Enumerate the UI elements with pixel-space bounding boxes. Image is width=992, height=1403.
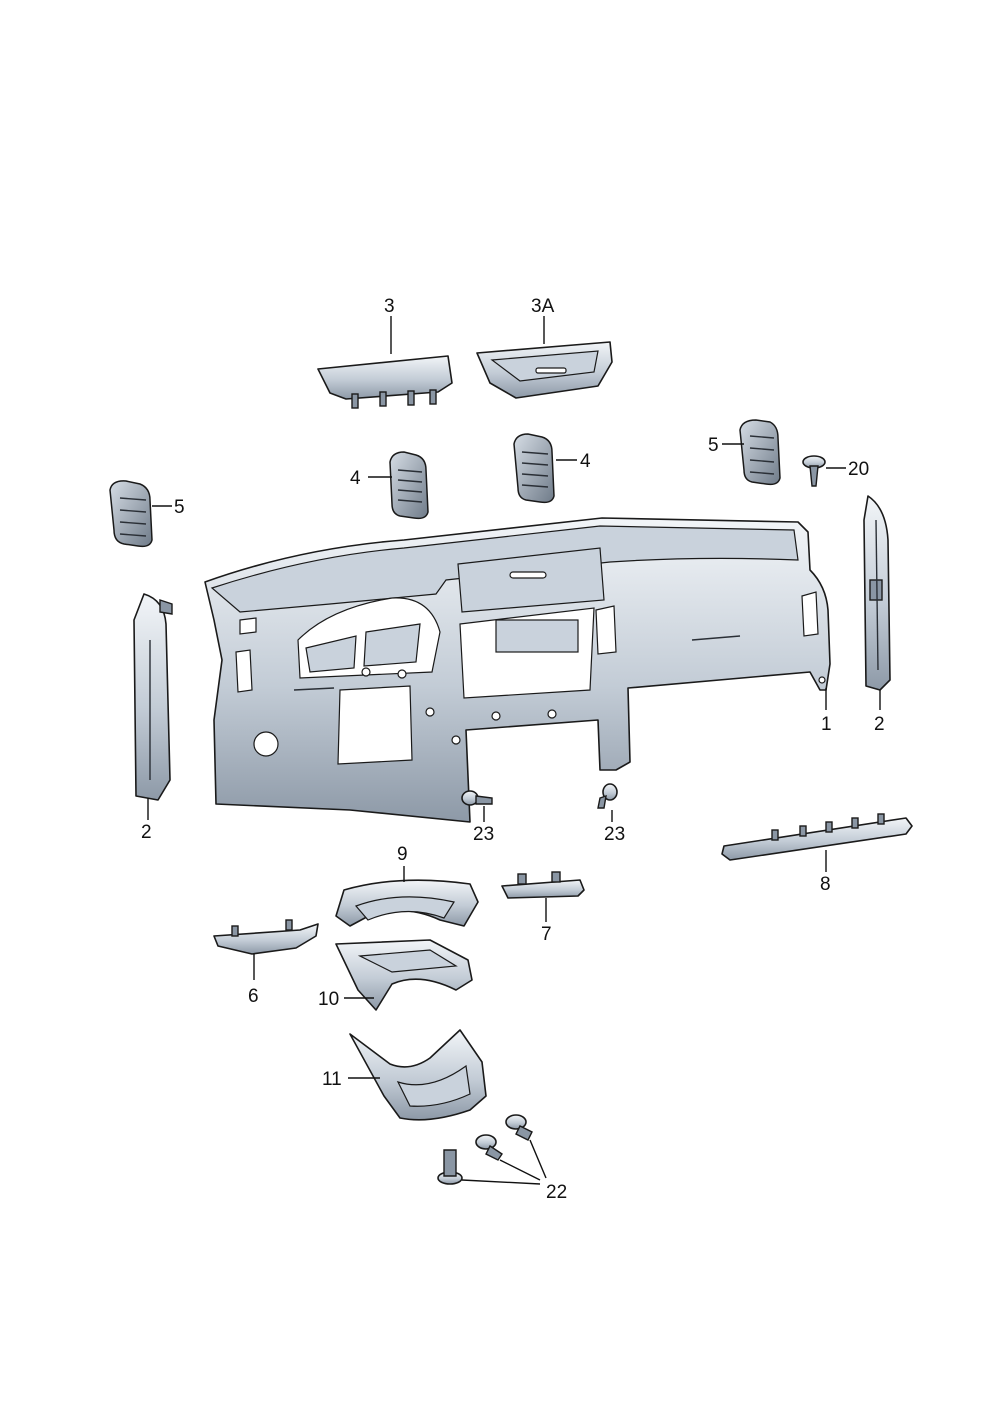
- callout-20: 20: [848, 459, 869, 480]
- part-22-screw-c: [437, 1149, 463, 1185]
- callout-23-left: 23: [473, 824, 494, 845]
- callout-1: 1: [821, 714, 832, 735]
- callout-5-left: 5: [174, 497, 185, 518]
- callout-labels: 3 3A 4 4 5 5 20 1 2 2 23 23 9 7 8 6 10 1…: [141, 296, 885, 1203]
- part-6-trim-piece: [213, 919, 319, 955]
- callout-9: 9: [397, 844, 408, 865]
- part-11-steering-cover-lower: [349, 1029, 487, 1121]
- part-23-bolt-left: [461, 790, 493, 806]
- callout-2-left: 2: [141, 822, 152, 843]
- part-5-vent-left: [109, 480, 153, 548]
- callout-3: 3: [384, 296, 395, 317]
- part-1-dashboard: [204, 517, 831, 823]
- part-4-vent-right: [513, 433, 555, 504]
- part-20-screw: [802, 455, 826, 487]
- callout-2-right: 2: [874, 714, 885, 735]
- part-7-bracket: [501, 871, 585, 899]
- part-22-screw-a: [505, 1114, 533, 1141]
- callout-3a: 3A: [531, 296, 555, 317]
- callout-6: 6: [248, 986, 259, 1007]
- part-2-side-trim-left: [133, 593, 173, 801]
- callout-23-right: 23: [604, 824, 625, 845]
- callout-10: 10: [318, 989, 339, 1010]
- part-23-bolt-right: [597, 783, 618, 809]
- part-3-cover: [317, 355, 453, 409]
- callout-22: 22: [546, 1182, 567, 1203]
- part-3a-cover: [476, 341, 613, 399]
- callout-8: 8: [820, 874, 831, 895]
- part-5-vent-right: [739, 419, 781, 486]
- part-8-trim-strip: [721, 813, 913, 861]
- part-4-vent-left: [389, 451, 429, 520]
- callout-4-left: 4: [350, 468, 361, 489]
- part-2-side-trim-right: [863, 495, 891, 691]
- callout-11: 11: [322, 1069, 342, 1090]
- leader-lines: [147, 316, 881, 1185]
- callout-4-right: 4: [580, 451, 591, 472]
- part-9-column-cover-upper: [335, 879, 479, 927]
- part-10-column-shroud: [335, 939, 473, 1011]
- callout-7: 7: [541, 924, 552, 945]
- callout-5-right: 5: [708, 435, 719, 456]
- part-22-screw-b: [475, 1134, 503, 1161]
